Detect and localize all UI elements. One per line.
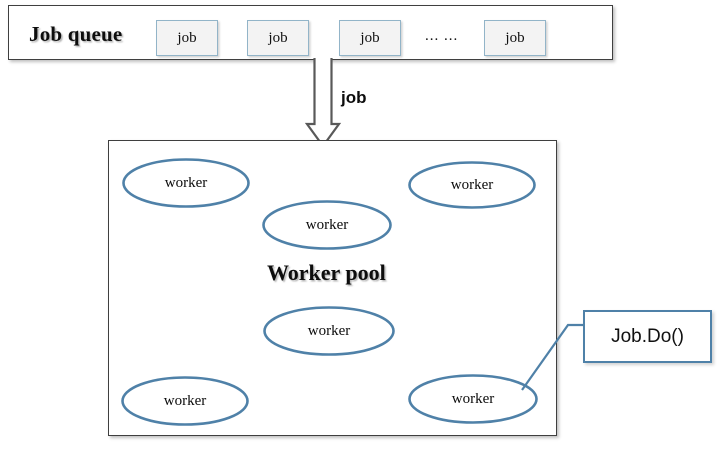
worker-ellipse [121, 376, 249, 426]
job-chip-label: job [360, 29, 380, 46]
job-chip[interactable]: job [247, 20, 309, 56]
worker-pool-title: Worker pool [267, 260, 386, 285]
job-chip[interactable]: job [339, 20, 401, 56]
worker-node[interactable]: worker [122, 158, 250, 208]
worker-node[interactable]: worker [262, 200, 392, 250]
job-chip[interactable]: job [156, 20, 218, 56]
worker-node[interactable]: worker [408, 374, 538, 424]
worker-ellipse [408, 161, 536, 209]
job-chip-label: job [505, 29, 525, 46]
job-chip[interactable]: job [484, 20, 546, 56]
job-queue-title: Job queue [29, 22, 123, 46]
worker-node[interactable]: worker [408, 161, 536, 209]
worker-node[interactable]: worker [121, 376, 249, 426]
job-chip-label: job [268, 29, 288, 46]
worker-node[interactable]: worker [263, 306, 395, 356]
job-chip-label: job [177, 29, 197, 46]
job-queue-container: Job queue job job job ... ... job [8, 5, 613, 60]
arrow-shape [304, 58, 342, 148]
job-do-callout-label: Job.Do() [611, 325, 684, 347]
job-queue-ellipsis: ... ... [425, 28, 459, 44]
job-flow-arrow-label: job [341, 88, 367, 107]
worker-pool-container [108, 140, 557, 436]
worker-ellipse [262, 200, 392, 250]
job-flow-arrow [303, 58, 343, 148]
worker-ellipse [122, 158, 250, 208]
worker-ellipse [408, 374, 538, 424]
job-do-callout[interactable]: Job.Do() [583, 310, 712, 363]
worker-ellipse [263, 306, 395, 356]
